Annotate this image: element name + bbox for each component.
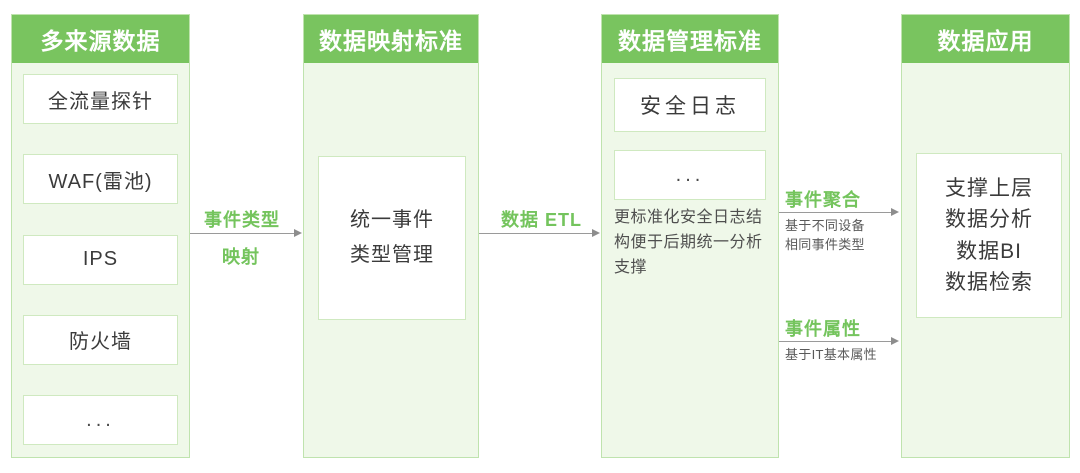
connector-etl-arrowhead — [592, 229, 600, 237]
source-item-full-traffic-probe[interactable]: 全流量探针 — [23, 74, 178, 124]
card-line-data-search: 数据检索 — [945, 271, 1033, 294]
connector-event-aggregation: 事件聚合 基于不同设备 相同事件类型 — [779, 190, 901, 252]
card-line-2: 类型管理 — [350, 244, 434, 266]
connector-mapping: 事件类型 映射 — [190, 210, 303, 267]
card-line-data-bi: 数据BI — [956, 239, 1022, 263]
column-body-data-management-standard: 安全日志 ... 更标准化安全日志结构便于后期统一分析支撑 — [602, 63, 778, 457]
card-data-application-capabilities[interactable]: 支撑上层 数据分析 数据BI 数据检索 — [916, 153, 1062, 318]
card-line-1: 统一事件 — [350, 209, 434, 231]
connector-event-aggregation-sublabel-2: 相同事件类型 — [785, 237, 865, 252]
connector-mapping-line — [190, 233, 295, 234]
column-body-data-application: 支撑上层 数据分析 数据BI 数据检索 — [902, 63, 1069, 457]
card-security-log[interactable]: 安全日志 — [614, 78, 766, 132]
card-line-support-upper-layer: 支撑上层 — [945, 176, 1033, 200]
connector-mapping-label-above: 事件类型 — [204, 210, 280, 230]
note-standardized-log: 更标准化安全日志结构便于后期统一分析支撑 — [614, 209, 763, 276]
source-item-more[interactable]: ... — [23, 395, 178, 445]
column-header-data-mapping-standard: 数据映射标准 — [304, 15, 478, 63]
connector-event-attribute-line — [779, 341, 892, 342]
column-data-management-standard: 数据管理标准 安全日志 ... 更标准化安全日志结构便于后期统一分析支撑 — [601, 14, 779, 458]
source-item-ips[interactable]: IPS — [23, 234, 178, 285]
column-data-application: 数据应用 支撑上层 数据分析 数据BI 数据检索 — [901, 14, 1070, 458]
column-header-data-management-standard: 数据管理标准 — [602, 15, 778, 63]
card-unified-event-type-management[interactable]: 统一事件 类型管理 — [318, 156, 466, 320]
source-item-waf[interactable]: WAF(雷池) — [23, 154, 178, 205]
connector-mapping-arrowhead — [294, 229, 302, 237]
connector-event-aggregation-sublabel-1: 基于不同设备 — [785, 218, 865, 233]
connector-etl-label-above: 数据 ETL — [501, 210, 582, 230]
connector-event-aggregation-line — [779, 212, 892, 213]
column-header-data-application: 数据应用 — [902, 15, 1069, 63]
connector-event-attribute-label-above: 事件属性 — [785, 319, 861, 339]
connector-etl-line — [479, 233, 593, 234]
connector-event-aggregation-arrowhead — [891, 208, 899, 216]
source-item-firewall[interactable]: 防火墙 — [23, 314, 178, 365]
column-body-multi-source-data: 全流量探针 WAF(雷池) IPS 防火墙 ... — [12, 63, 189, 457]
column-multi-source-data: 多来源数据 全流量探针 WAF(雷池) IPS 防火墙 ... — [11, 14, 190, 458]
connector-etl: 数据 ETL — [479, 210, 601, 237]
column-data-mapping-standard: 数据映射标准 统一事件 类型管理 — [303, 14, 479, 458]
connector-event-attribute-arrowhead — [891, 337, 899, 345]
card-line-data-analysis: 数据分析 — [945, 208, 1033, 231]
connector-event-attribute: 事件属性 基于IT基本属性 — [779, 319, 901, 362]
connector-event-attribute-sublabel-1: 基于IT基本属性 — [785, 347, 877, 362]
column-body-data-mapping-standard: 统一事件 类型管理 — [304, 63, 478, 457]
connector-event-aggregation-label-above: 事件聚合 — [785, 190, 861, 210]
connector-mapping-label-below: 映射 — [222, 247, 260, 267]
column-header-multi-source-data: 多来源数据 — [12, 15, 189, 63]
card-more[interactable]: ... — [614, 150, 766, 200]
